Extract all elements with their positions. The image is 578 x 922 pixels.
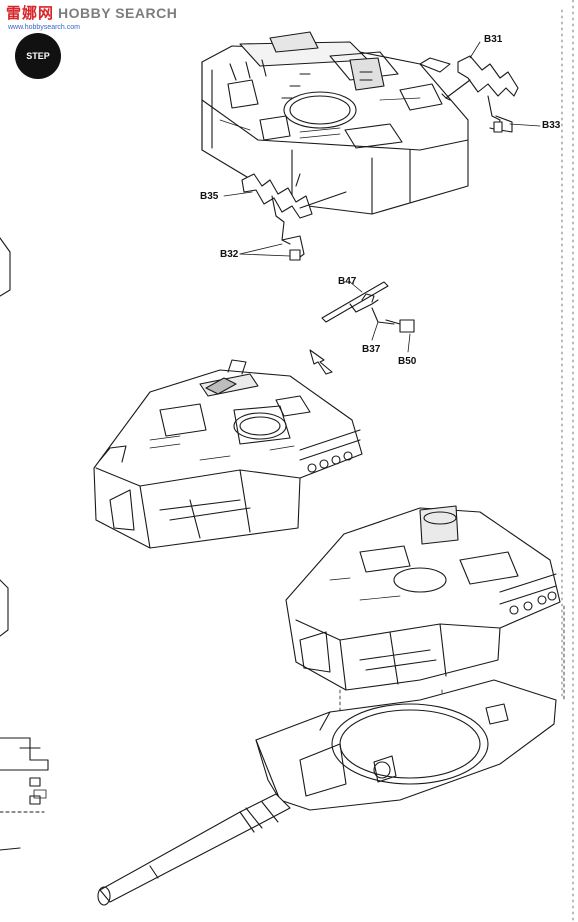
hull-assembly-bottom	[285, 505, 561, 691]
leader-lines-b31-b33	[469, 41, 541, 127]
label-b47: B47	[338, 276, 357, 287]
watermark-url: www.hobbysearch.com	[8, 24, 80, 31]
page-edge-lines	[561, 0, 574, 922]
label-b50: B50	[398, 356, 417, 367]
hull-assembly-top	[201, 31, 469, 215]
watermark-site: HOBBY SEARCH	[58, 4, 178, 21]
label-b37: B37	[362, 344, 381, 355]
part-b31-b33	[441, 55, 519, 133]
watermark-brand: 雷娜网	[6, 4, 55, 22]
placement-arrow-icon	[309, 349, 333, 375]
leader-lines-b47-b37-b50	[349, 281, 411, 353]
label-b33: B33	[542, 120, 561, 131]
stamp-icon	[33, 789, 47, 799]
part-b35-b32	[241, 173, 347, 261]
watermark: 雷娜网 HOBBY SEARCH	[6, 2, 177, 23]
label-b31: B31	[484, 34, 503, 45]
label-b32: B32	[220, 249, 239, 260]
left-fragments	[0, 237, 49, 851]
part-b47-b37-b50	[321, 281, 415, 333]
step-badge-icon: STEP	[15, 33, 61, 79]
hull-assembly-middle	[93, 359, 363, 549]
label-b35: B35	[200, 191, 219, 202]
leader-lines-b35-b32	[223, 191, 291, 257]
gun-barrel	[97, 793, 291, 906]
step-label: STEP	[26, 50, 50, 61]
turret-base	[255, 679, 557, 811]
